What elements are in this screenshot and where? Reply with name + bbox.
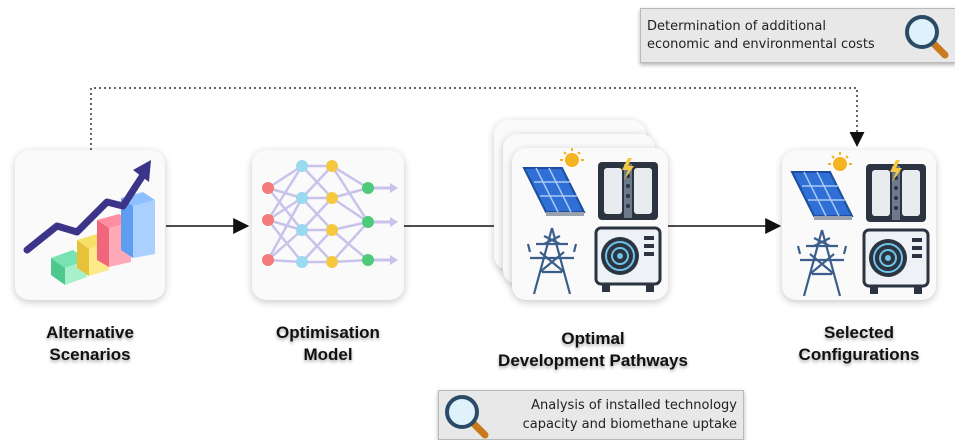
costs-note-line2: economic and environmental costs xyxy=(647,37,875,52)
electrolyser-icon xyxy=(598,158,658,220)
pathways-card xyxy=(512,148,668,300)
optimisation-card xyxy=(252,150,404,300)
optimisation-label: Optimisation Model xyxy=(236,322,420,366)
solar-panel-icon xyxy=(790,152,854,220)
scenarios-card xyxy=(15,150,165,300)
capacity-note-line2: capacity and biomethane uptake xyxy=(522,417,737,432)
configurations-card xyxy=(782,150,936,300)
costs-note-line1: Determination of additional xyxy=(647,19,826,34)
scenarios-label-line2: Scenarios xyxy=(49,345,131,364)
neural-network-icon xyxy=(262,160,398,268)
pathways-label-line1: Optimal xyxy=(561,329,625,348)
configurations-label-line1: Selected xyxy=(824,323,894,342)
transmission-pylon-icon xyxy=(796,229,848,297)
scenarios-label: Alternative Scenarios xyxy=(0,322,180,366)
magnifier-icon xyxy=(445,395,489,439)
capacity-note: Analysis of installed technology capacit… xyxy=(438,390,744,440)
costs-note: Determination of additional economic and… xyxy=(640,8,955,63)
rising-bar-chart-icon xyxy=(23,160,155,285)
optimisation-label-line2: Model xyxy=(303,345,353,364)
solar-panel-icon xyxy=(522,148,586,216)
energy-technologies-icon xyxy=(790,152,930,297)
optimisation-label-line1: Optimisation xyxy=(276,323,380,342)
configurations-label: Selected Configurations xyxy=(766,322,952,366)
pathways-label-line2: Development Pathways xyxy=(498,351,688,370)
magnifier-icon xyxy=(905,15,949,59)
capacity-note-line1: Analysis of installed technology xyxy=(531,398,737,413)
scenarios-label-line1: Alternative xyxy=(46,323,134,342)
electrolyser-icon xyxy=(866,160,926,222)
heat-pump-icon xyxy=(594,226,662,292)
heat-pump-icon xyxy=(862,228,930,294)
energy-technologies-icon xyxy=(522,148,662,295)
configurations-label-line2: Configurations xyxy=(798,345,920,364)
pathways-label: Optimal Development Pathways xyxy=(486,328,700,372)
transmission-pylon-icon xyxy=(526,227,578,295)
